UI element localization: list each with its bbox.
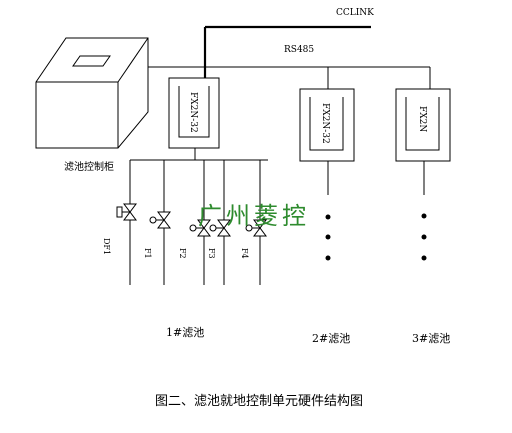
valve-label-f3: F3 xyxy=(207,248,216,259)
rs485-label: RS485 xyxy=(284,45,314,55)
valve-label-f2: F2 xyxy=(178,248,187,259)
module-3-continuation-dots xyxy=(421,161,427,261)
control-cabinet: 滤池控制柜 xyxy=(35,37,149,173)
valve-df1-icon xyxy=(116,203,137,221)
plc-module-3: FX2N xyxy=(395,88,451,162)
cclink-bus: CCLINK xyxy=(203,8,374,80)
module-1-label: FX2N-32 xyxy=(188,92,198,133)
pool-3-label: 3#滤池 xyxy=(412,332,450,345)
cabinet-window xyxy=(72,55,111,67)
module-3-label: FX2N xyxy=(417,106,427,132)
valve-f1-icon xyxy=(149,211,171,229)
valve-f4-icon xyxy=(245,219,267,237)
valve-label-df1: DF1 xyxy=(102,238,111,255)
pool-2-label: 2#滤池 xyxy=(312,332,350,345)
plc-module-1: FX2N-32 xyxy=(168,77,220,149)
valve-f3-icon xyxy=(209,219,231,237)
cabinet-label: 滤池控制柜 xyxy=(64,160,114,173)
cclink-label: CCLINK xyxy=(336,8,374,18)
pool-1-label: 1#滤池 xyxy=(166,326,204,339)
valve-f2-icon xyxy=(189,219,211,237)
figure-caption: 图二、滤池就地控制单元硬件结构图 xyxy=(155,394,363,409)
valve-label-f1: F1 xyxy=(143,248,152,259)
watermark-text: 广州菱控 xyxy=(198,202,310,230)
plc-module-2: FX2N-32 xyxy=(299,88,355,162)
module-2-continuation-dots xyxy=(325,161,331,261)
valve-label-f4: F4 xyxy=(240,248,249,259)
module-2-label: FX2N-32 xyxy=(320,103,330,144)
